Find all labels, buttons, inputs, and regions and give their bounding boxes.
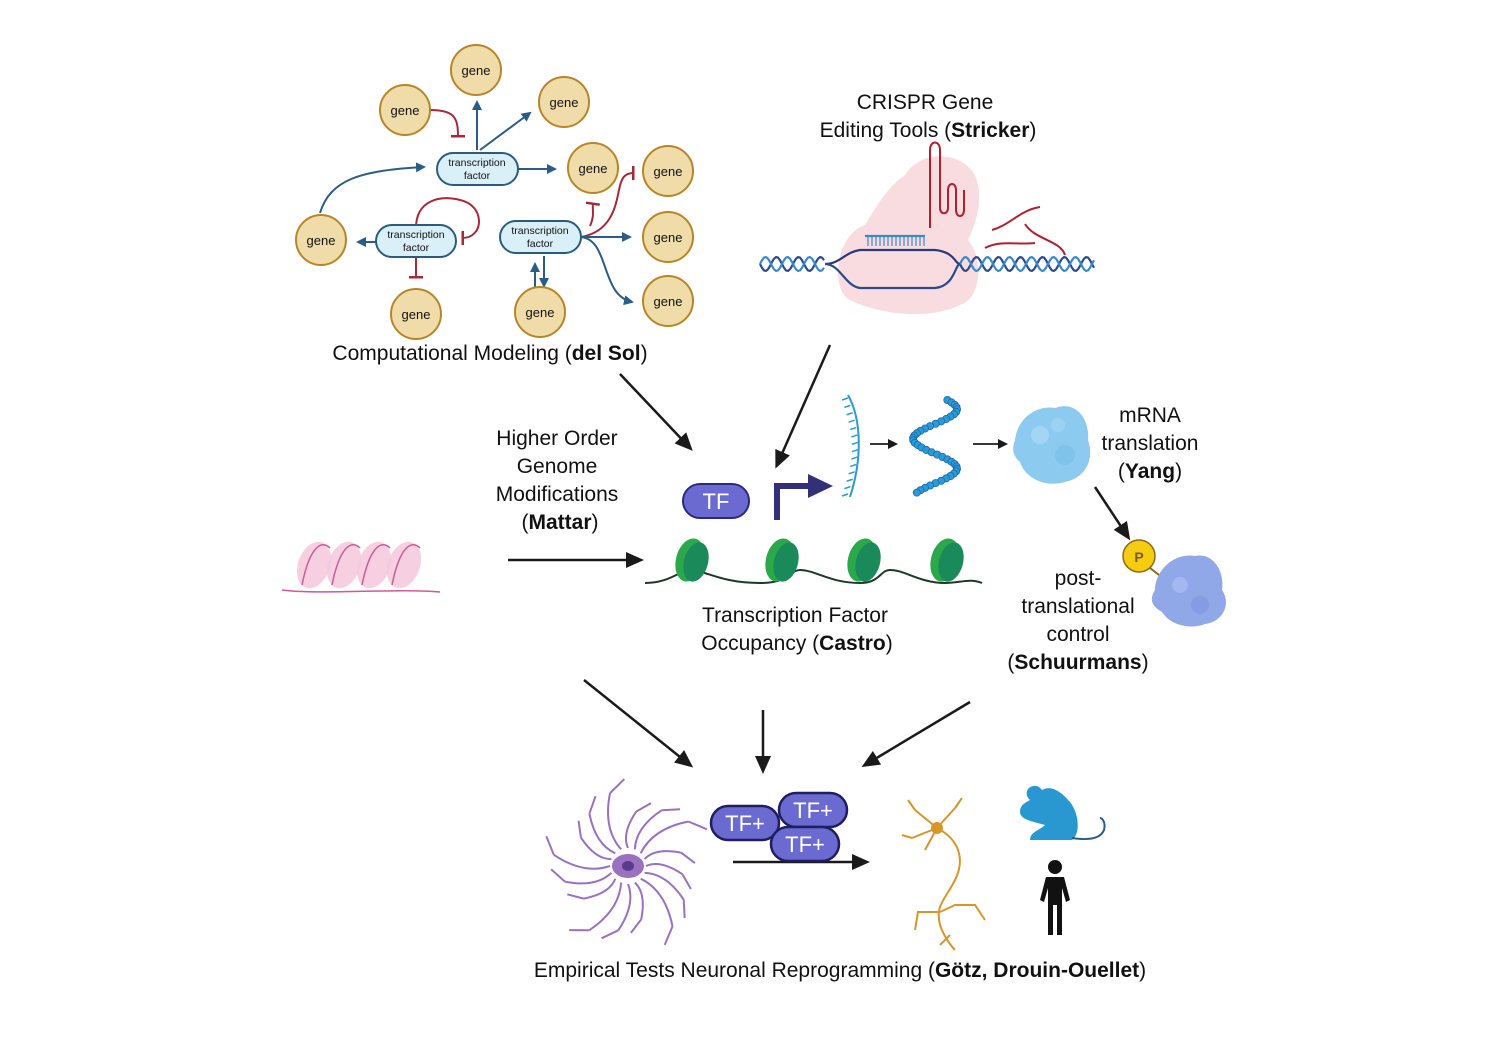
gene-node-label: gene [402, 307, 431, 322]
tf-plus-label: TF+ [785, 832, 825, 857]
tf-node: transcription factor [375, 224, 457, 258]
crispr-label-line2: Editing Tools (Stricker) [820, 119, 1037, 142]
tf-node-label-1: transcription [387, 229, 444, 241]
arrow-translation-to-ptm [1093, 486, 1131, 541]
activate-edge [319, 162, 426, 214]
tf-pill-label: TF [703, 489, 730, 514]
network-edges [319, 100, 635, 306]
neuron-icon [901, 797, 986, 951]
mrna-translation-author: (Yang) [1118, 460, 1182, 483]
promoter-arrow-icon [774, 474, 833, 520]
dna-fragment-icons [984, 206, 1066, 256]
gene-nodes: gene gene gene gene gene gene gene gene gene gene [295, 44, 694, 340]
ptm-line2: translational [1021, 595, 1134, 618]
tf-plus-label: TF+ [725, 811, 765, 836]
gene-node: gene [390, 288, 442, 340]
ptm-author: (Schuurmans) [1007, 651, 1148, 674]
reprogramming-panel: TF+ TF+ TF+ Empirical Tests Neuronal Rep… [534, 778, 1146, 982]
inhibit-edge [429, 109, 466, 138]
gene-node: gene [538, 76, 590, 128]
inhibit-edge [585, 201, 601, 227]
inhibit-edge [415, 197, 480, 246]
computational-modeling-label: Computational Modeling (del Sol) [332, 342, 647, 365]
gene-node: gene [642, 211, 694, 263]
gene-node-label: gene [307, 233, 336, 248]
tf-pill-icon: TF [682, 483, 750, 519]
mouse-icon [1020, 785, 1106, 840]
modified-protein-icon [1151, 555, 1226, 627]
mrna-translation-panel: mRNA translation (Yang) [841, 394, 1199, 498]
gene-node-label: gene [654, 164, 683, 179]
reprogramming-label: Empirical Tests Neuronal Reprogramming (… [534, 959, 1146, 982]
tf-node-label-2: factor [403, 242, 430, 254]
dna-helix-icon [759, 234, 1095, 290]
tf-plus-pill: TF+ [777, 791, 849, 829]
gene-node-label: gene [526, 305, 555, 320]
arrow-crispr-to-occupancy [775, 344, 832, 469]
gene-node-label: gene [579, 161, 608, 176]
gene-node-label: gene [654, 294, 683, 309]
crispr-label-line1: CRISPR Gene [857, 91, 994, 114]
tf-node-label-1: transcription [448, 157, 505, 169]
gene-node: gene [379, 84, 431, 136]
astrocyte-icon [545, 778, 708, 946]
arrow-left-to-reprogramming [583, 679, 694, 768]
gene-node-label: gene [391, 103, 420, 118]
tf-node: transcription factor [499, 220, 582, 254]
arrow-right-to-reprogramming [861, 700, 971, 768]
crispr-panel: CRISPR Gene Editing Tools (Stricker) [759, 91, 1095, 315]
polypeptide-chain-icon [909, 395, 962, 497]
human-icon [1040, 860, 1070, 935]
tf-node: transcription factor [436, 152, 519, 186]
gene-node-label: gene [654, 230, 683, 245]
astrocyte-nucleus [622, 861, 634, 871]
post-translational-panel: P post- translational control (Schuurman… [1007, 539, 1226, 674]
compact-chromatin-icon [281, 541, 441, 593]
tf-plus-label: TF+ [793, 798, 833, 823]
higher-order-line1: Higher Order [496, 427, 617, 450]
gene-node: gene [450, 44, 502, 96]
gene-node-label: gene [550, 95, 579, 110]
nucleosome-array-icon [644, 538, 983, 585]
tf-occupancy-line1: Transcription Factor [702, 604, 888, 627]
tf-node-label-2: factor [527, 238, 554, 250]
ribosome-protein-icon [1013, 406, 1091, 484]
guide-rna-icon [929, 141, 965, 228]
higher-order-line2: Genome [517, 455, 598, 478]
mrna-translation-line2: translation [1102, 432, 1199, 455]
tf-occupancy-panel: TF Transcription Factor Occupancy (Castr… [644, 474, 983, 655]
ptm-line3: control [1046, 623, 1109, 646]
phosphate-icon: P [1122, 539, 1156, 573]
arrow-modeling-to-occupancy [619, 373, 693, 451]
gene-node: gene [295, 214, 347, 266]
phosphate-label: P [1134, 549, 1143, 565]
higher-order-author: (Mattar) [521, 511, 598, 534]
gene-node: gene [642, 275, 694, 327]
activate-edge [580, 236, 634, 306]
gene-node: gene [567, 142, 619, 194]
ptm-line1: post- [1055, 567, 1102, 590]
activate-edge [479, 111, 532, 151]
higher-order-panel: Higher Order Genome Modifications (Matta… [281, 427, 619, 593]
inhibit-edge [580, 165, 635, 238]
mrna-strand-icon [841, 394, 860, 498]
gene-node: gene [642, 145, 694, 197]
higher-order-line3: Modifications [496, 483, 619, 506]
mrna-translation-line1: mRNA [1119, 404, 1181, 427]
tf-plus-pill: TF+ [709, 804, 781, 842]
tf-plus-pill: TF+ [769, 825, 841, 863]
tf-node-label-1: transcription [511, 225, 568, 237]
gene-node: gene [514, 286, 566, 338]
tf-occupancy-line2: Occupancy (Castro) [701, 632, 892, 655]
gene-node-label: gene [462, 63, 491, 78]
tf-node-label-2: factor [464, 170, 491, 182]
